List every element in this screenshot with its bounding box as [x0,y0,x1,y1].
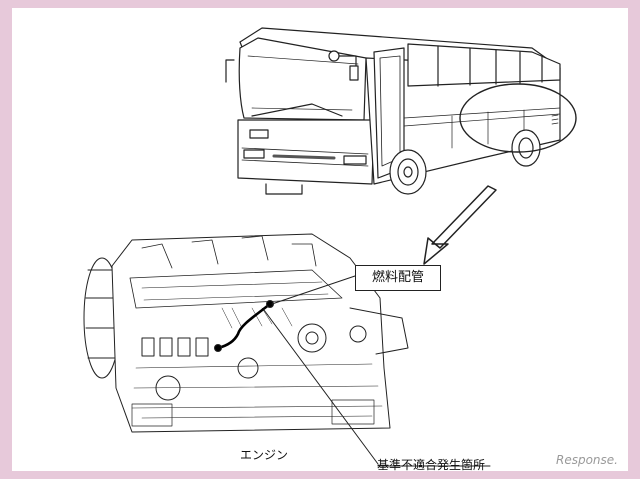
watermark-logo: Response. [556,453,618,467]
defect-location-label: 基準不適合発生箇所 [377,458,486,472]
down-arrow [423,185,497,265]
figure-frame: 燃料配管 基準不適合発生箇所 エンジン Response. [12,8,628,472]
leader-lines [263,275,491,467]
bus-illustration [225,27,577,195]
engine-illustration [83,233,409,433]
illustration [83,27,577,467]
engine-caption: エンジン [240,448,289,462]
fuel-pipe-label: 燃料配管 [355,265,441,291]
